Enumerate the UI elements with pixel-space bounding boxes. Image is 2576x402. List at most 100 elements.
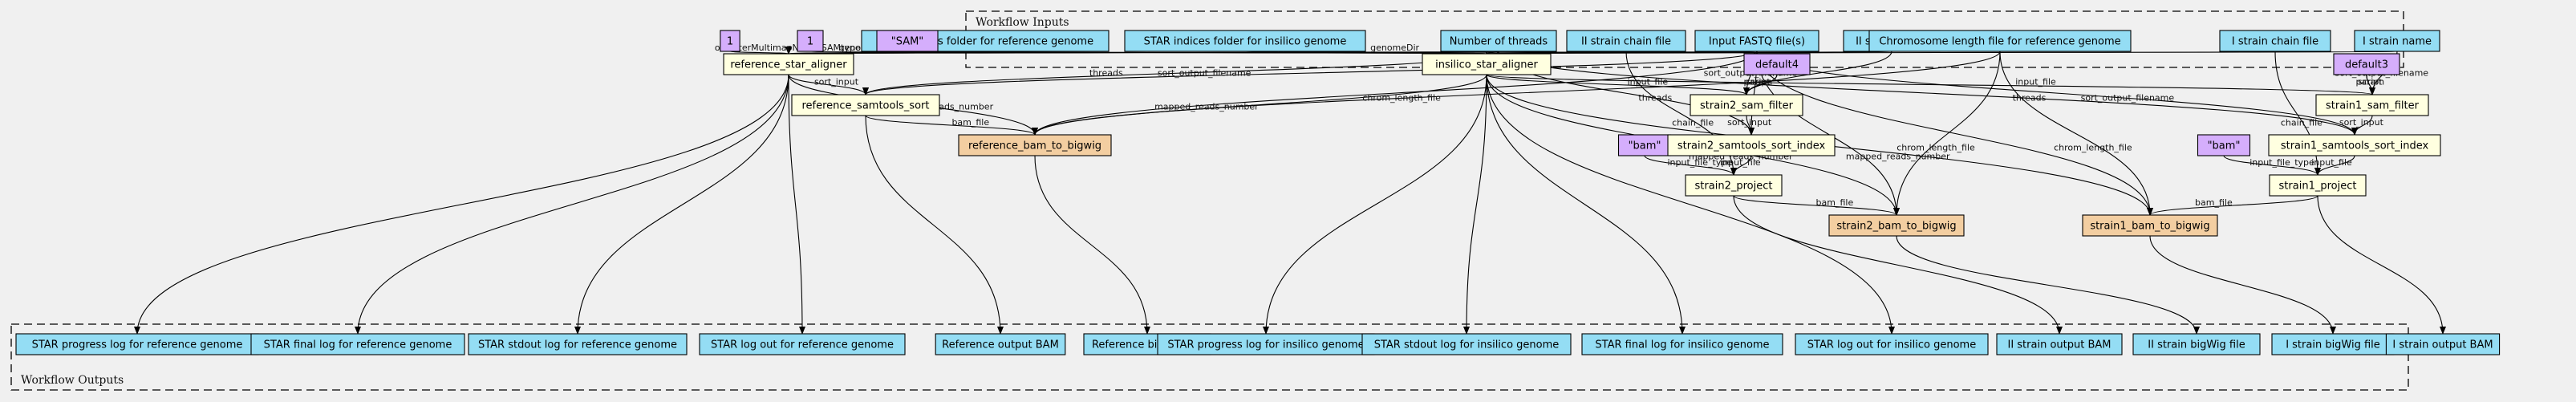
edge-label-genomedir: genomeDir bbox=[1370, 43, 1419, 53]
node-box bbox=[958, 134, 1112, 156]
default-node-default3: default3 bbox=[2333, 53, 2400, 75]
edge-s-ref-bigwig-to-o-ref-bigwig bbox=[1034, 155, 1150, 335]
node-label: strain1_bam_to_bigwig bbox=[2090, 221, 2209, 233]
node-box bbox=[1868, 30, 2132, 52]
node-box bbox=[1685, 174, 1783, 197]
edge-s-strain1-bigwig-to-o-i-bigwig bbox=[2149, 235, 2336, 335]
node-box bbox=[2333, 53, 2400, 75]
node-label: default4 bbox=[1755, 59, 1799, 71]
node-box bbox=[1422, 53, 1552, 75]
node-box bbox=[1581, 333, 1783, 355]
node-box bbox=[2269, 174, 2367, 197]
step-node-strain2-samtools-sort-index: strain2_samtools_sort_index bbox=[1667, 134, 1836, 156]
node-label: strain2_project bbox=[1695, 181, 1773, 193]
edge-s-ref-star-to-o-star-logout-ref bbox=[788, 74, 805, 335]
output-node-star-log-out-for-insilico-genome: STAR log out for insilico genome bbox=[1795, 333, 1989, 355]
node-label: STAR indices folder for insilico genome bbox=[1144, 36, 1347, 48]
default-node-default4: default4 bbox=[1743, 53, 1811, 75]
edge-d-bam-b-to-s-strain1-project bbox=[2223, 155, 2321, 176]
input-node-number-of-threads: Number of threads bbox=[1440, 30, 1557, 52]
edge-s-ref-star-to-o-star-stdout-ref bbox=[574, 74, 789, 335]
edge-s-strain1-filter-to-s-strain1-sort bbox=[2351, 115, 2373, 136]
node-box bbox=[1667, 134, 1836, 156]
node-box bbox=[720, 30, 740, 52]
node-box bbox=[791, 94, 940, 116]
node-label: STAR log out for insilico genome bbox=[1807, 339, 1976, 351]
step-node-strain1-samtools-sort-index: strain1_samtools_sort_index bbox=[2268, 134, 2441, 156]
node-label: reference_samtools_sort bbox=[801, 100, 929, 112]
edge-label-bam-file: bam_file bbox=[1816, 197, 1854, 208]
node-label: STAR stdout log for insilico genome bbox=[1374, 339, 1560, 351]
input-node-input-fastq-file-s: Input FASTQ file(s) bbox=[1694, 30, 1819, 52]
node-label: Number of threads bbox=[1450, 36, 1548, 48]
node-box bbox=[250, 333, 465, 355]
input-node-star-indices-folder-for-insilico-genome: STAR indices folder for insilico genome bbox=[1124, 30, 1366, 52]
edge-s-insilico-star-to-o-star-final-ins bbox=[1486, 74, 1686, 335]
node-box bbox=[1795, 333, 1989, 355]
output-node-star-final-log-for-insilico-genome: STAR final log for insilico genome bbox=[1581, 333, 1783, 355]
step-node-reference-star-aligner: reference_star_aligner bbox=[723, 53, 854, 75]
node-box bbox=[699, 333, 906, 355]
step-node-reference-samtools-sort: reference_samtools_sort bbox=[791, 94, 940, 116]
node-label: I strain output BAM bbox=[2392, 339, 2493, 351]
node-box bbox=[2354, 30, 2440, 52]
node-label: I strain bigWig file bbox=[2286, 339, 2380, 351]
workflow-outputs-title: Workflow Outputs bbox=[21, 374, 124, 387]
output-node-i-strain-output-bam: I strain output BAM bbox=[2385, 333, 2501, 355]
node-label: I strain name bbox=[2363, 36, 2432, 48]
edge-label-sort-output-filename: sort_output_filename bbox=[2081, 93, 2175, 104]
node-label: I strain chain file bbox=[2232, 36, 2318, 48]
node-box bbox=[935, 333, 1066, 355]
output-node-star-progress-log-for-insilico-genome: STAR progress log for insilico genome bbox=[1157, 333, 1375, 355]
node-label: reference_bam_to_bigwig bbox=[968, 140, 1101, 152]
edge-label-chrom-length-file: chrom_length_file bbox=[2054, 143, 2132, 153]
input-node-ii-strain-chain-file: II strain chain file bbox=[1566, 30, 1686, 52]
node-label: STAR log out for reference genome bbox=[711, 339, 894, 351]
node-box bbox=[15, 333, 259, 355]
node-label: STAR progress log for reference genome bbox=[32, 339, 243, 351]
node-box bbox=[1566, 30, 1686, 52]
edge-label-param: param bbox=[1744, 77, 1773, 87]
edge-s-strain2-filter-to-s-strain2-sort bbox=[1746, 115, 1755, 136]
edge-s-insilico-star-to-o-star-logout-ins bbox=[1486, 74, 1895, 335]
node-box bbox=[2271, 333, 2395, 355]
node-label: strain2_sam_filter bbox=[1700, 100, 1794, 112]
node-box bbox=[797, 30, 824, 52]
node-box bbox=[2219, 30, 2331, 52]
node-label: insilico_star_aligner bbox=[1435, 59, 1538, 71]
edge-in-fastq-to-s-ref-samtools bbox=[862, 51, 1758, 95]
edge-label-threads: threads bbox=[1089, 68, 1123, 79]
node-label: Chromosome length file for reference gen… bbox=[1879, 36, 2120, 48]
edge-in-fastq-to-s-ref-bigwig bbox=[1032, 51, 1758, 136]
node-label: Input FASTQ file(s) bbox=[1709, 36, 1805, 48]
node-box bbox=[723, 53, 854, 75]
node-label: strain2_bam_to_bigwig bbox=[1836, 221, 1956, 233]
edge-label-input-file-type: input_file_type bbox=[2249, 157, 2314, 168]
step-node-strain2-bam-to-bigwig: strain2_bam_to_bigwig bbox=[1828, 214, 1965, 237]
node-label: STAR progress log for insilico genome bbox=[1167, 339, 1364, 351]
output-node-star-progress-log-for-reference-genome: STAR progress log for reference genome bbox=[15, 333, 259, 355]
default-node-1: 1 bbox=[720, 30, 740, 52]
output-node-star-stdout-log-for-reference-genome: STAR stdout log for reference genome bbox=[468, 333, 688, 355]
node-box bbox=[2082, 214, 2218, 237]
step-node-strain1-sam-filter: strain1_sam_filter bbox=[2315, 94, 2429, 116]
edge-in-chrom-len-to-s-strain2-bigwig bbox=[1893, 51, 2001, 216]
edge-s-insilico-star-to-s-strain1-filter bbox=[1486, 74, 2375, 95]
edge-label-sort-output-filename: sort_output_filename bbox=[1158, 68, 1251, 79]
node-label: strain1_project bbox=[2279, 181, 2357, 193]
workflow-inputs-title: Workflow Inputs bbox=[976, 16, 1069, 29]
edge-s-insilico-star-to-o-star-progress-ins bbox=[1263, 74, 1487, 335]
node-label: II strain chain file bbox=[1581, 36, 1671, 48]
output-node-star-log-out-for-reference-genome: STAR log out for reference genome bbox=[699, 333, 906, 355]
edge-s-ref-samtools-to-s-ref-bigwig bbox=[865, 115, 1038, 136]
edge-in-fastq-to-s-strain1-bigwig bbox=[1756, 51, 2153, 216]
node-box bbox=[1440, 30, 1557, 52]
step-node-strain1-bam-to-bigwig: strain1_bam_to_bigwig bbox=[2082, 214, 2218, 237]
edge-label-sort-input: sort_input bbox=[1727, 117, 1772, 128]
node-box bbox=[1124, 30, 1366, 52]
edge-s-strain2-project-to-o-ii-bam bbox=[1733, 195, 2063, 335]
node-label: "SAM" bbox=[891, 36, 924, 48]
edge-label-threads: threads bbox=[2013, 93, 2047, 104]
input-node-chromosome-length-file-for-reference-genome: Chromosome length file for reference gen… bbox=[1868, 30, 2132, 52]
